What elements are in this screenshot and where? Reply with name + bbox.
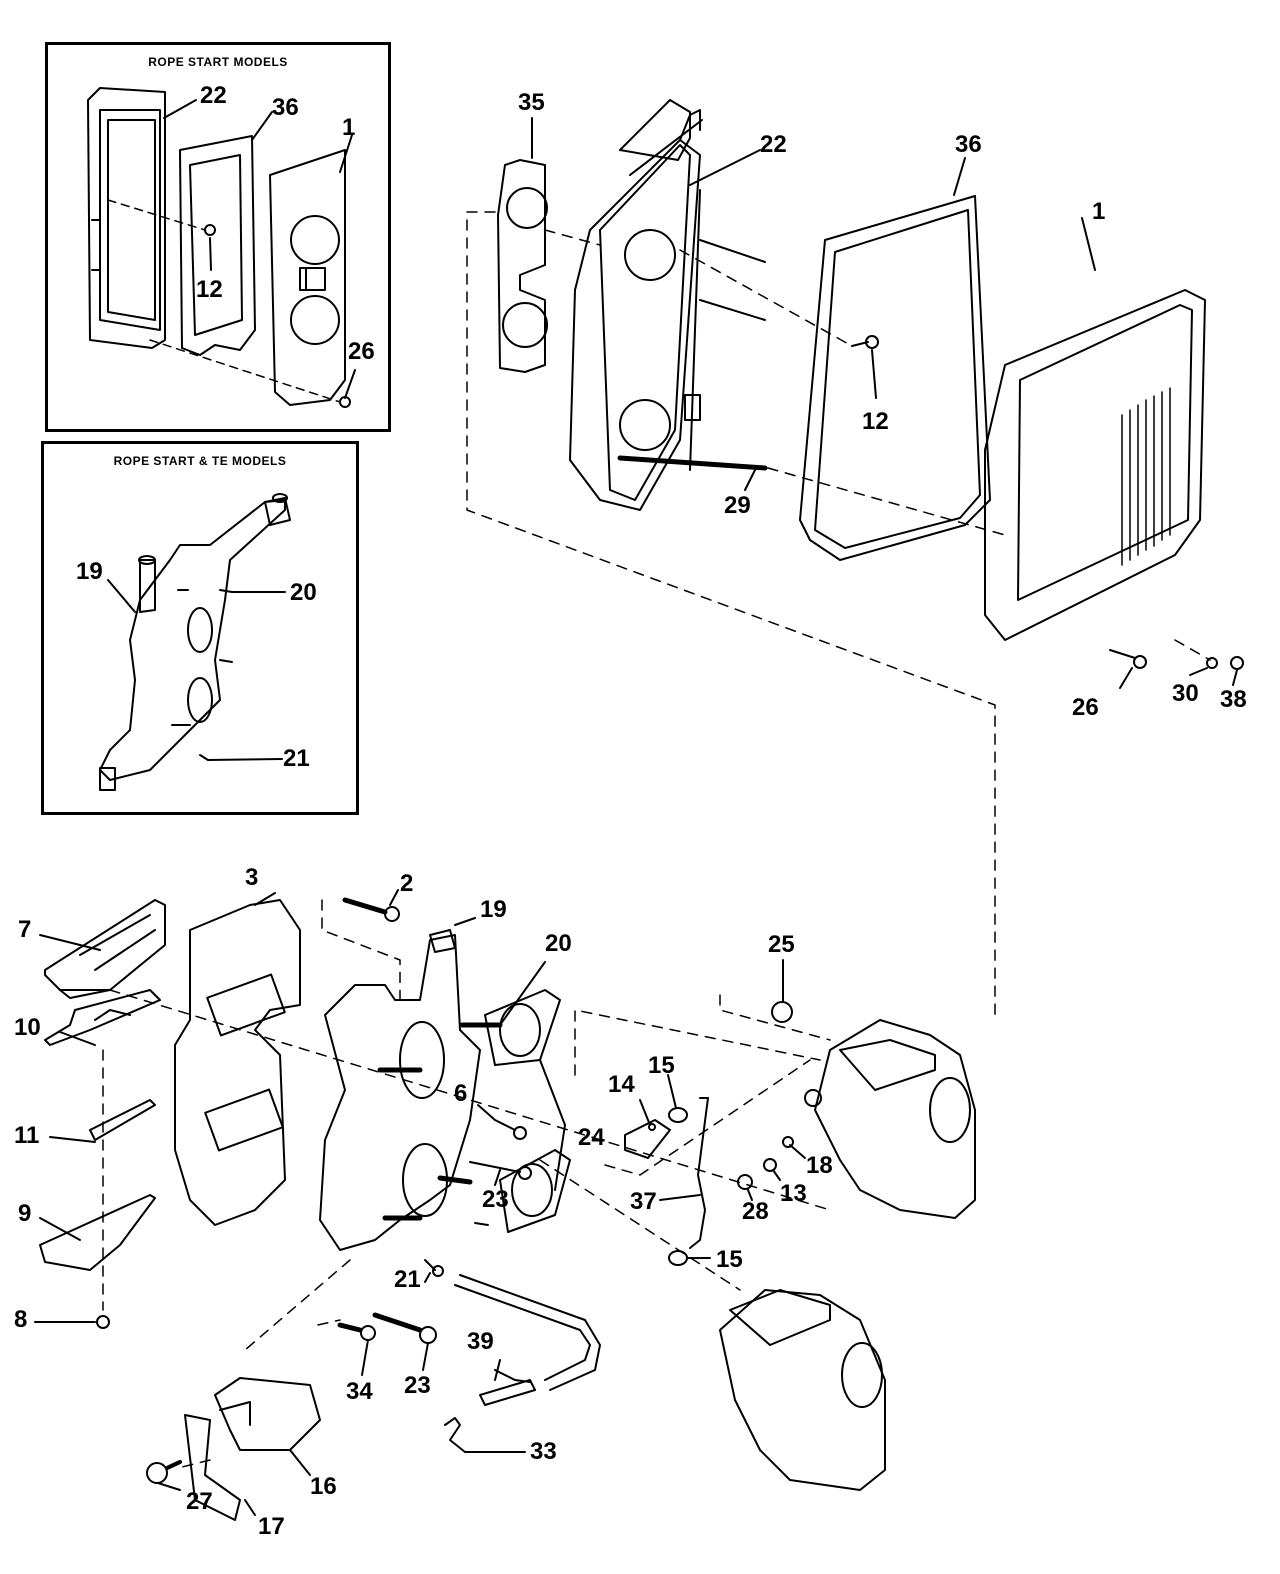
callout-2: 2 xyxy=(400,870,414,897)
upper-gasket-36 xyxy=(799,195,991,561)
reed-10 xyxy=(44,989,161,1046)
inset1-gasket xyxy=(179,135,256,356)
upper-screw-12 xyxy=(851,335,879,349)
callout-19: 19 xyxy=(480,896,507,923)
upper-washer-30-nut-38 xyxy=(1206,656,1244,670)
callout-18: 18 xyxy=(806,1152,833,1179)
callout-37: 37 xyxy=(630,1188,657,1215)
upper-leader-lines xyxy=(531,117,1238,689)
nut-25 xyxy=(771,1001,793,1023)
throttle-cam-16 xyxy=(214,1377,321,1451)
callout-21: 21 xyxy=(394,1266,421,1293)
lower-leader-lines xyxy=(34,889,806,1516)
link-14 xyxy=(624,1119,671,1159)
upper-gasket-35 xyxy=(497,159,548,373)
callout-15: 15 xyxy=(716,1246,743,1273)
inset1-leader-lines xyxy=(163,99,356,399)
inset1-assembly-lines xyxy=(107,199,341,403)
callout-1: 1 xyxy=(342,114,356,141)
callout-11: 11 xyxy=(14,1122,40,1149)
callout-36: 36 xyxy=(272,94,299,121)
ball-socket-15 xyxy=(668,1107,688,1266)
inset1-cover xyxy=(269,149,346,406)
callout-36: 36 xyxy=(955,131,982,158)
upper-assembly-lines xyxy=(466,211,1211,1021)
callout-30: 30 xyxy=(1172,680,1199,707)
callout-33: 33 xyxy=(530,1438,557,1465)
gasket-3 xyxy=(174,899,301,1226)
inset-rope-start-models: ROPE START MODELS xyxy=(45,42,391,432)
callout-34: 34 xyxy=(346,1378,373,1405)
screw-8 xyxy=(96,1315,110,1329)
callout-22: 22 xyxy=(760,131,787,158)
carburetor-upper xyxy=(804,1019,976,1219)
inset2-intake-manifold xyxy=(99,493,291,791)
callout-20: 20 xyxy=(545,930,572,957)
bolt-34-23 xyxy=(337,1259,444,1344)
screw-6 xyxy=(494,1119,527,1140)
carburetor-lower xyxy=(719,1289,886,1491)
hose-39 xyxy=(454,1274,601,1406)
callout-39: 39 xyxy=(467,1328,494,1355)
callout-25: 25 xyxy=(768,931,795,958)
callout-17: 17 xyxy=(258,1513,285,1540)
callout-23: 23 xyxy=(404,1372,431,1399)
reed-block-7 xyxy=(44,899,166,999)
callout-23: 23 xyxy=(482,1186,509,1213)
callout-12: 12 xyxy=(196,276,223,303)
inset-title: ROPE START & TE MODELS xyxy=(113,454,287,468)
studs-20-23 xyxy=(377,1022,532,1226)
inset-title: ROPE START MODELS xyxy=(148,55,288,69)
callout-26: 26 xyxy=(1072,694,1099,721)
callout-27: 27 xyxy=(186,1488,213,1515)
reed-stop-11 xyxy=(89,1099,156,1141)
callout-26: 26 xyxy=(348,338,375,365)
bolt-27 xyxy=(146,1460,182,1484)
callout-28: 28 xyxy=(742,1198,769,1225)
plate-17 xyxy=(184,1414,241,1521)
upper-air-silencer-base-22 xyxy=(569,99,766,511)
callout-24: 24 xyxy=(578,1124,605,1151)
clip-33 xyxy=(444,1417,466,1453)
callout-20: 20 xyxy=(290,579,317,606)
callout-6: 6 xyxy=(454,1080,468,1107)
callout-3: 3 xyxy=(245,864,259,891)
upper-stud-29 xyxy=(617,455,768,471)
callout-7: 7 xyxy=(18,916,32,943)
inset-rope-start-te-models: ROPE START & TE MODELS xyxy=(41,441,359,815)
gaskets-24 xyxy=(484,989,571,1233)
washers-18-13-screw-28 xyxy=(737,1136,794,1190)
callout-12: 12 xyxy=(862,408,889,435)
callout-16: 16 xyxy=(310,1473,337,1500)
callout-14: 14 xyxy=(608,1071,635,1098)
callout-15: 15 xyxy=(648,1052,675,1079)
callout-22: 22 xyxy=(200,82,227,109)
callout-38: 38 xyxy=(1220,686,1247,713)
upper-cover-1 xyxy=(984,289,1206,641)
upper-screw-26 xyxy=(1109,649,1147,669)
lower-assembly-lines xyxy=(102,899,831,1469)
callout-9: 9 xyxy=(18,1200,32,1227)
inset2-leader-lines xyxy=(107,579,286,761)
callout-1: 1 xyxy=(1092,198,1106,225)
choke-rod-37 xyxy=(689,1097,709,1249)
callout-8: 8 xyxy=(14,1306,28,1333)
reed-plate-9 xyxy=(39,1194,156,1271)
inset1-air-silencer-base xyxy=(87,87,166,349)
callout-13: 13 xyxy=(780,1180,807,1207)
callout-10: 10 xyxy=(14,1014,41,1041)
callout-29: 29 xyxy=(724,492,751,519)
callout-19: 19 xyxy=(76,558,103,585)
bolt-2 xyxy=(342,897,400,922)
callout-35: 35 xyxy=(518,89,545,116)
callout-21: 21 xyxy=(283,745,310,772)
